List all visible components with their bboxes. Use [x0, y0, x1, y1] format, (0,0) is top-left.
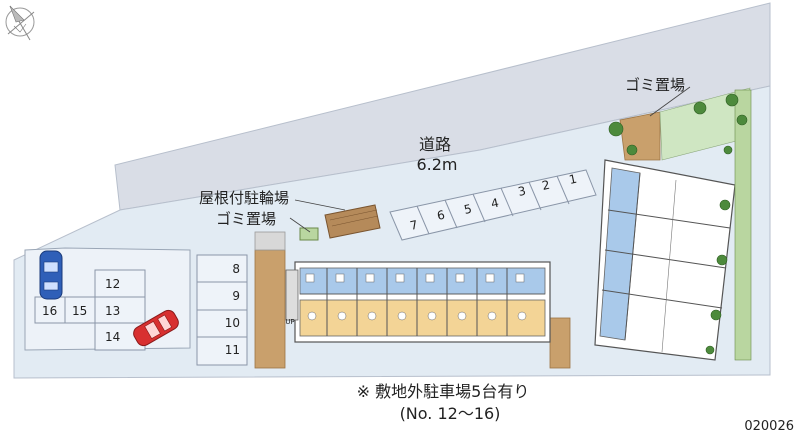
road-width-label: 6.2m — [416, 155, 457, 174]
bay-3: 3 — [517, 184, 527, 199]
garbage-mid-label: ゴミ置場 — [216, 210, 276, 228]
apartment-building-main — [285, 261, 551, 343]
entrance-path — [254, 231, 286, 251]
garbage-top-label: ゴミ置場 — [625, 76, 685, 94]
offsite-note-line1: ※ 敷地外駐車場5台有り — [357, 382, 530, 401]
bay-15: 15 — [72, 304, 87, 318]
bay-11: 11 — [225, 343, 240, 357]
right-hedge — [734, 89, 752, 361]
bay-9: 9 — [232, 289, 240, 303]
map-code: 020026 — [744, 419, 794, 434]
bay-12: 12 — [105, 277, 120, 291]
offsite-note-line2: (No. 12〜16) — [400, 404, 501, 423]
bay-14: 14 — [105, 330, 120, 344]
brick-walkway-left — [254, 249, 286, 369]
road-name-label: 道路 — [419, 135, 451, 154]
parking-bays-8-11 — [196, 254, 248, 366]
compass-icon — [5, 5, 35, 41]
brick-walkway-right — [549, 317, 571, 369]
garbage-area-top — [619, 111, 661, 161]
bicycle-parking-label: 屋根付駐輪場 — [199, 189, 289, 207]
bay-13: 13 — [105, 304, 120, 318]
tree-icons — [608, 93, 748, 355]
bay-8: 8 — [232, 262, 240, 276]
diag-bay-numbers: 1 2 3 4 5 6 7 — [409, 172, 578, 233]
bay-4: 4 — [490, 196, 500, 211]
red-car-icon — [133, 309, 179, 347]
bay-7: 7 — [409, 218, 419, 233]
bay-1: 1 — [568, 172, 578, 187]
diagonal-parking-row — [389, 169, 597, 241]
bay-10: 10 — [225, 316, 240, 330]
right-bay-numbers: 8 9 10 11 — [225, 262, 240, 357]
bay-2: 2 — [541, 178, 551, 193]
bay-5: 5 — [463, 202, 473, 217]
bay-16: 16 — [42, 304, 57, 318]
offsite-bay-numbers: 12 13 14 15 16 — [42, 277, 120, 344]
garbage-box-mid — [299, 227, 319, 241]
apartment-building-right — [594, 159, 736, 361]
bay-6: 6 — [436, 208, 446, 223]
blue-car-icon — [39, 250, 63, 300]
up-mark: UP — [285, 318, 294, 326]
